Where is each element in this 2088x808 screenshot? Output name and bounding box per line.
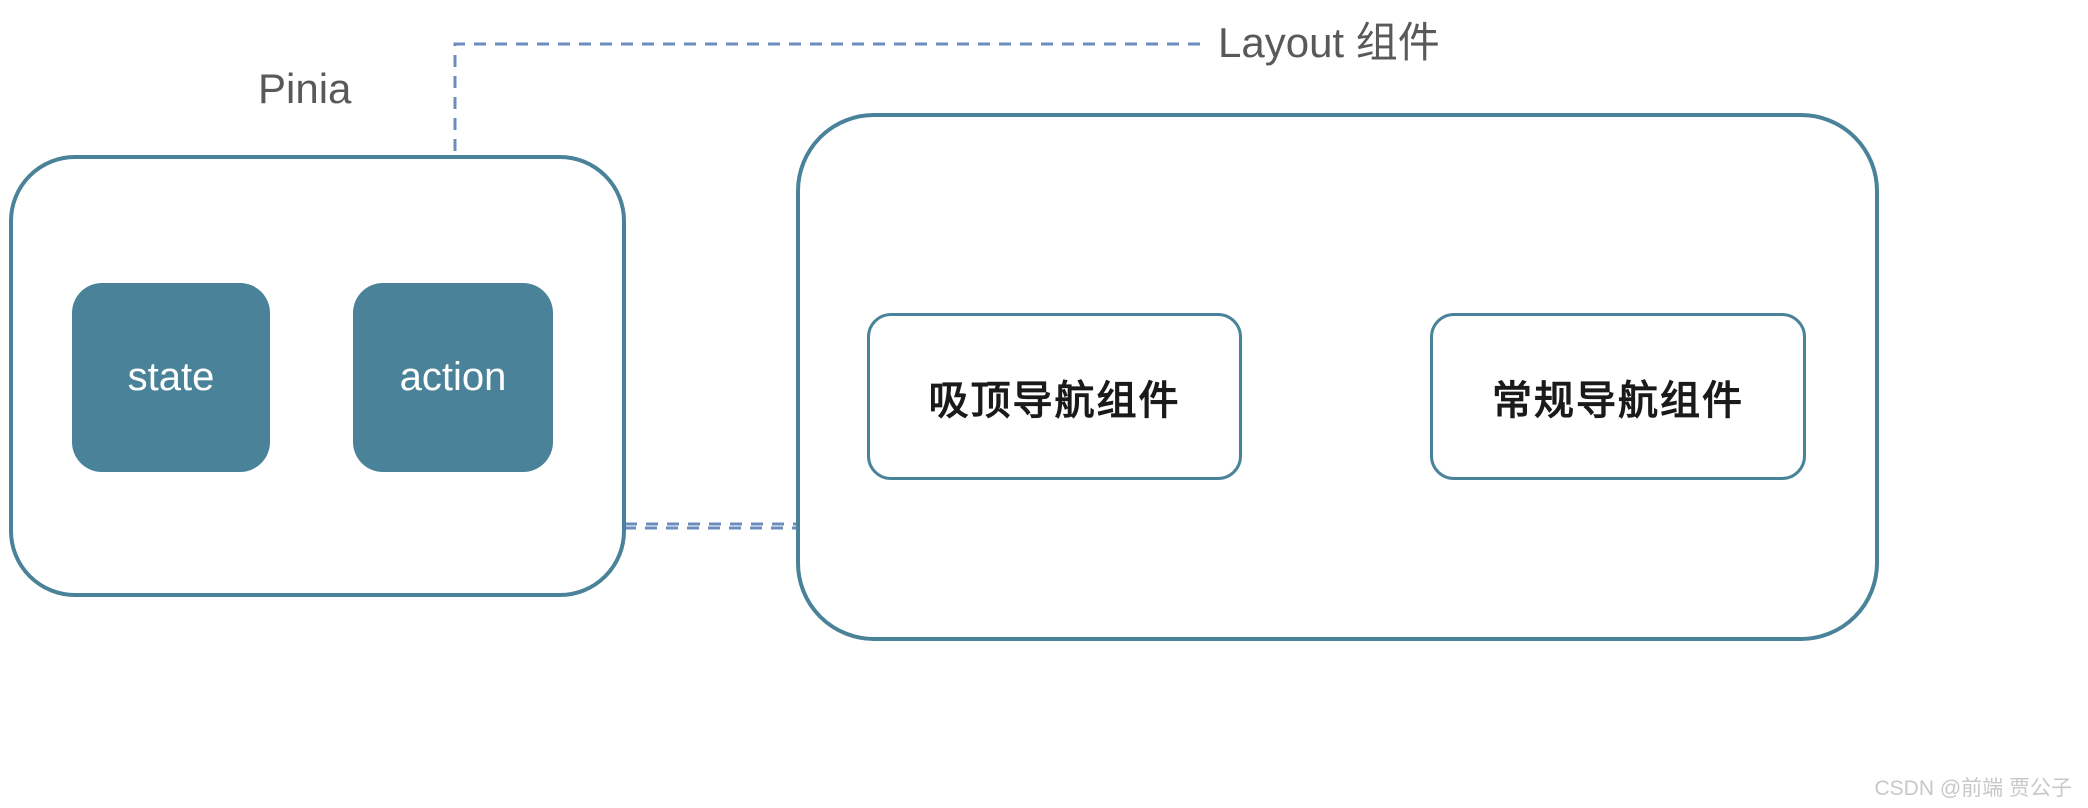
pinia-group-label: Pinia (258, 65, 352, 112)
layout-group-label: Layout 组件 (1218, 19, 1440, 66)
watermark: CSDN @前端 贾公子 (1874, 777, 2073, 800)
sticky-nav-node: 吸顶导航组件 (867, 313, 1242, 480)
action-node-label: action (399, 355, 507, 399)
action-node: action (353, 283, 553, 472)
sticky-nav-node-label: 吸顶导航组件 (928, 378, 1181, 423)
state-node-label: state (127, 355, 215, 399)
regular-nav-node-label: 常规导航组件 (1492, 378, 1744, 423)
state-node: state (72, 283, 270, 472)
regular-nav-node: 常规导航组件 (1430, 313, 1806, 480)
